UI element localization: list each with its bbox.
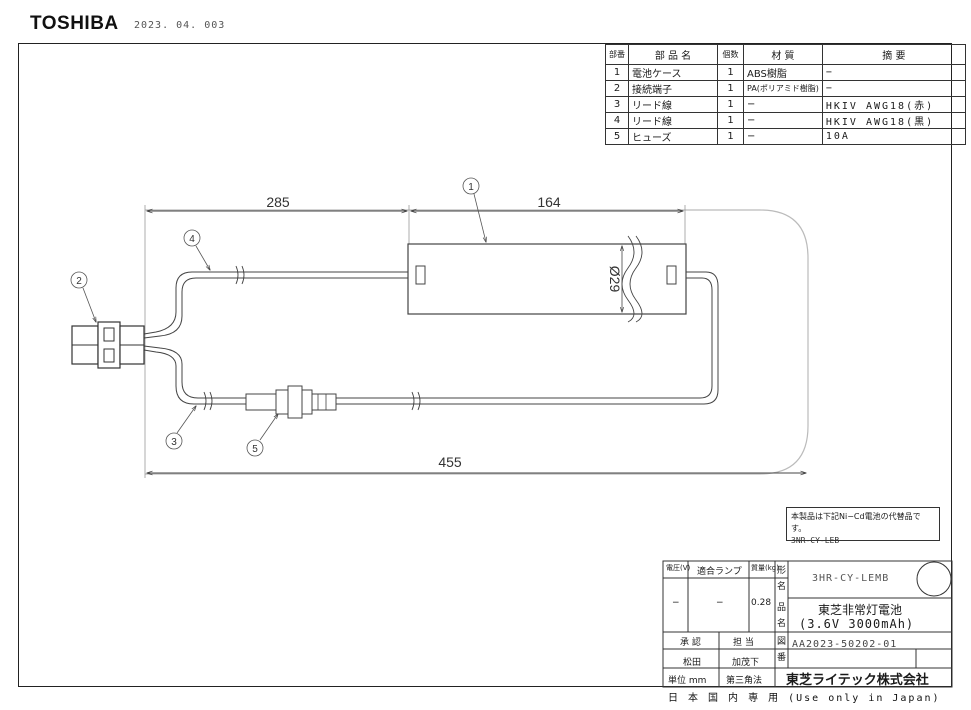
drawing-frame: [18, 43, 952, 687]
name-label: 品名: [777, 603, 787, 629]
callout-circle-2: [70, 271, 88, 289]
callout-circle-1: [462, 177, 480, 195]
parts-row: 1 電池ケース 1 ABS樹脂 −: [605, 64, 966, 81]
note-box: 本製品は下記Ni−Cd電池の代替品です。 3NR-CY-LEB: [786, 507, 940, 545]
note-line-1: 本製品は下記Ni−Cd電池の代替品です。: [791, 512, 921, 533]
leader-line-5: [259, 414, 278, 441]
wire-break-mark: [203, 391, 213, 411]
connector-latch: [103, 348, 115, 363]
connector-housing: [97, 321, 121, 369]
product-name: 東芝非常灯電池: [818, 603, 903, 617]
parts-table: 部番 部 品 名 個数 材 質 摘 要 1 電池ケース 1 ABS樹脂 − 2 …: [605, 44, 966, 145]
projection-symbol-circle: [916, 561, 952, 597]
leader-line-1: [473, 193, 486, 242]
lamp-label: 適合ランプ: [697, 567, 742, 577]
drawing-no-label: 図番: [777, 637, 787, 663]
callout-label-4: 4: [189, 234, 195, 245]
part-material: −: [743, 128, 823, 145]
product-spec: (3.6V 3000mAh): [799, 617, 915, 631]
leader-line-3: [176, 406, 196, 434]
drawing-number: AA2023-50202-01: [792, 639, 898, 650]
lead-wire-red-to-connector-inner: [143, 349, 246, 405]
model-value: 3HR-CY-LEMB: [812, 573, 890, 584]
wire-break-mark: [235, 265, 245, 285]
person-in-charge: 加茂下: [732, 658, 760, 668]
fuse-holder-collar: [287, 385, 303, 419]
lamp-value: −: [716, 598, 724, 608]
battery-break-mark: [629, 235, 643, 323]
parts-row: 3 リード線 1 − HKIV AWG18(赤): [605, 96, 966, 113]
footer-domestic-use: 日 本 国 内 専 用 (Use only in Japan): [668, 693, 941, 704]
mass-label: 質量(kg): [751, 564, 779, 572]
lead-wire-red-to-connector-outer: [143, 345, 246, 399]
part-qty: 1: [717, 128, 744, 145]
mass-value: 0.28: [751, 598, 772, 608]
connector-latch: [103, 327, 115, 342]
drawing-date: 2023. 04. 003: [134, 20, 226, 31]
callout-label-1: 1: [468, 182, 474, 193]
dimension-label-diameter: Ø29: [607, 266, 623, 293]
approve-label: 承 認: [680, 638, 701, 648]
battery-case-slot-right: [666, 265, 677, 285]
voltage-label: 電圧(V): [666, 564, 691, 572]
battery-case: [407, 243, 687, 315]
company-name: 東芝ライテック株式会社: [786, 673, 929, 688]
dimension-label-164: 164: [537, 194, 561, 210]
wire-break-mark: [411, 391, 421, 411]
part-qty: 1: [717, 112, 744, 129]
dimension-label-455: 455: [438, 454, 462, 470]
callout-circle-4: [183, 229, 201, 247]
parts-row: 5 ヒューズ 1 − 10A: [605, 128, 966, 145]
leader-line-2: [82, 287, 96, 322]
voltage-value: −: [672, 598, 680, 608]
battery-case-slot-left: [415, 265, 426, 285]
lead-wire-red-outer: [336, 271, 719, 405]
model-label: 形名: [777, 566, 787, 592]
callout-label-5: 5: [252, 444, 258, 455]
title-block-grid: [662, 560, 953, 688]
part-qty: 1: [717, 96, 744, 113]
fuse-holder-cap: [311, 393, 337, 411]
part-qty: 1: [717, 80, 744, 97]
charge-label: 担 当: [733, 638, 754, 648]
lead-wire-black-inner: [143, 277, 408, 339]
dimension-label-285: 285: [266, 194, 290, 210]
callout-circle-3: [165, 432, 183, 450]
projection-label: 第三角法: [726, 676, 763, 686]
lead-wire-red-inner: [336, 277, 713, 399]
callout-label-2: 2: [76, 276, 82, 287]
lead-wire-black-outer: [143, 271, 408, 335]
callout-circle-5: [246, 439, 264, 457]
part-remarks: 10A: [821, 128, 966, 145]
approver-name: 松田: [683, 658, 702, 668]
toshiba-logo: TOSHIBA: [30, 13, 119, 34]
leader-line-4: [195, 245, 210, 270]
callout-label-3: 3: [171, 437, 177, 448]
note-line-2: 3NR-CY-LEB: [791, 536, 840, 545]
unit-label: 単位 mm: [668, 676, 707, 686]
fuse-holder-body: [245, 393, 277, 411]
